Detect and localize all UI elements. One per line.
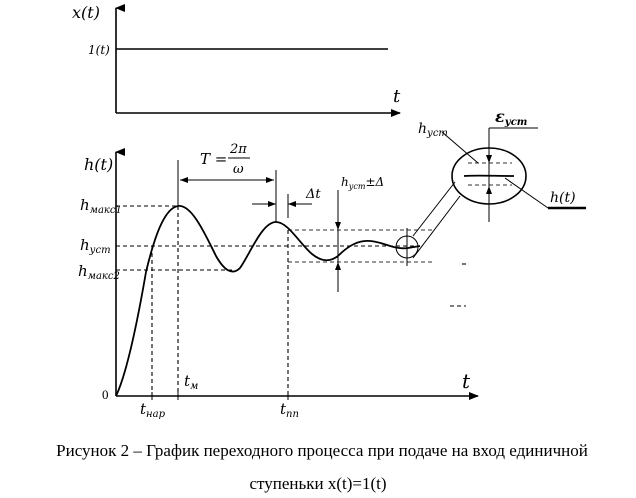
main-y-label: h(t) [84,155,113,174]
h-max1-label: hмакс1 [80,196,122,216]
zoom-ht-leader [504,177,549,209]
caption-line-1: Рисунок 2 – График переходного процесса … [56,441,588,460]
period-t-label: T = [200,150,227,168]
input-step-chart: x(t) t 1(t) [72,3,401,117]
band-label: hуст±Δ [341,175,384,191]
zoom-detail: hуст εуст h(t) [418,107,586,222]
zoom-eps-label: εуст [495,107,527,128]
zoom-hust-leader [441,131,479,164]
top-x-label: t [393,86,401,107]
zoom-h-ust-label: hуст [418,121,448,139]
main-x-label: t [462,369,471,393]
top-y-label: x(t) [72,3,100,22]
origin-label: 0 [102,387,109,402]
t-m-label: tм [184,372,198,392]
step-label: 1(t) [88,43,110,57]
zoom-connector-top [412,181,456,237]
zoom-ht-label: h(t) [550,190,576,206]
caption-line-2: ступеньки x(t)=1(t) [249,474,386,493]
h-max2-label: hмакс2 [78,262,120,282]
period-numerator: 2π [229,142,247,157]
h-ust-label: hуст [80,236,111,256]
delta-t-label: Δt [305,187,321,202]
zoom-connector-bottom [412,195,461,259]
response-curve [115,205,421,397]
period-denominator: ω [233,162,244,177]
t-pp-label: tпп [280,400,299,420]
transient-response-chart: h(t) t 0 hмакс1 hуст hмакс2 tнар tм tпп … [78,142,479,420]
t-nar-label: tнар [140,400,166,420]
